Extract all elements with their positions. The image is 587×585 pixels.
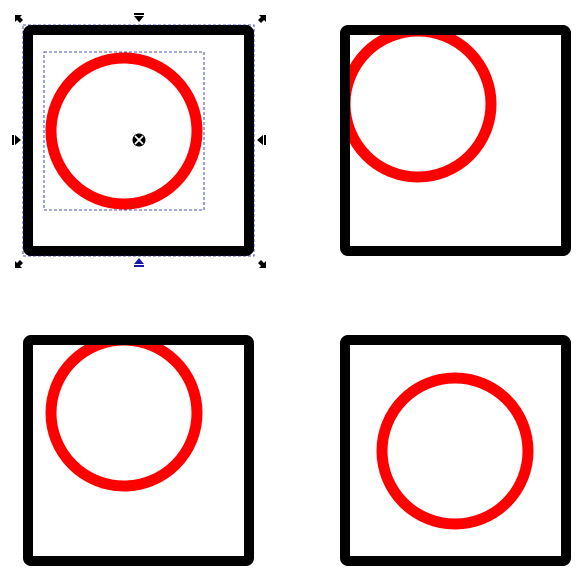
panel-top-left[interactable] [12, 13, 266, 268]
square-frame[interactable] [23, 25, 254, 256]
scale-handle-e[interactable] [257, 135, 266, 145]
scale-handle-n[interactable] [134, 13, 144, 22]
selection-bounding-box [22, 24, 255, 257]
scale-handle-sw[interactable] [15, 260, 23, 268]
scale-handle-ne[interactable] [258, 15, 266, 23]
red-circle[interactable] [376, 372, 534, 530]
scale-handle-w[interactable] [12, 135, 21, 145]
panel-top-right[interactable] [340, 25, 571, 256]
red-circle[interactable] [45, 52, 203, 210]
rotation-center-icon[interactable] [132, 133, 146, 147]
square-frame[interactable] [340, 25, 571, 256]
square-frame[interactable] [340, 335, 571, 566]
panel-bottom-left[interactable] [23, 335, 254, 566]
scale-handle-nw[interactable] [15, 15, 23, 23]
square-frame[interactable] [23, 335, 254, 566]
scale-handle-s[interactable] [134, 258, 144, 267]
panel-bottom-right[interactable] [340, 335, 571, 566]
object-bounding-box [43, 51, 205, 211]
scale-handle-se[interactable] [258, 260, 266, 268]
red-circle[interactable] [45, 340, 203, 492]
red-circle[interactable] [345, 30, 497, 183]
